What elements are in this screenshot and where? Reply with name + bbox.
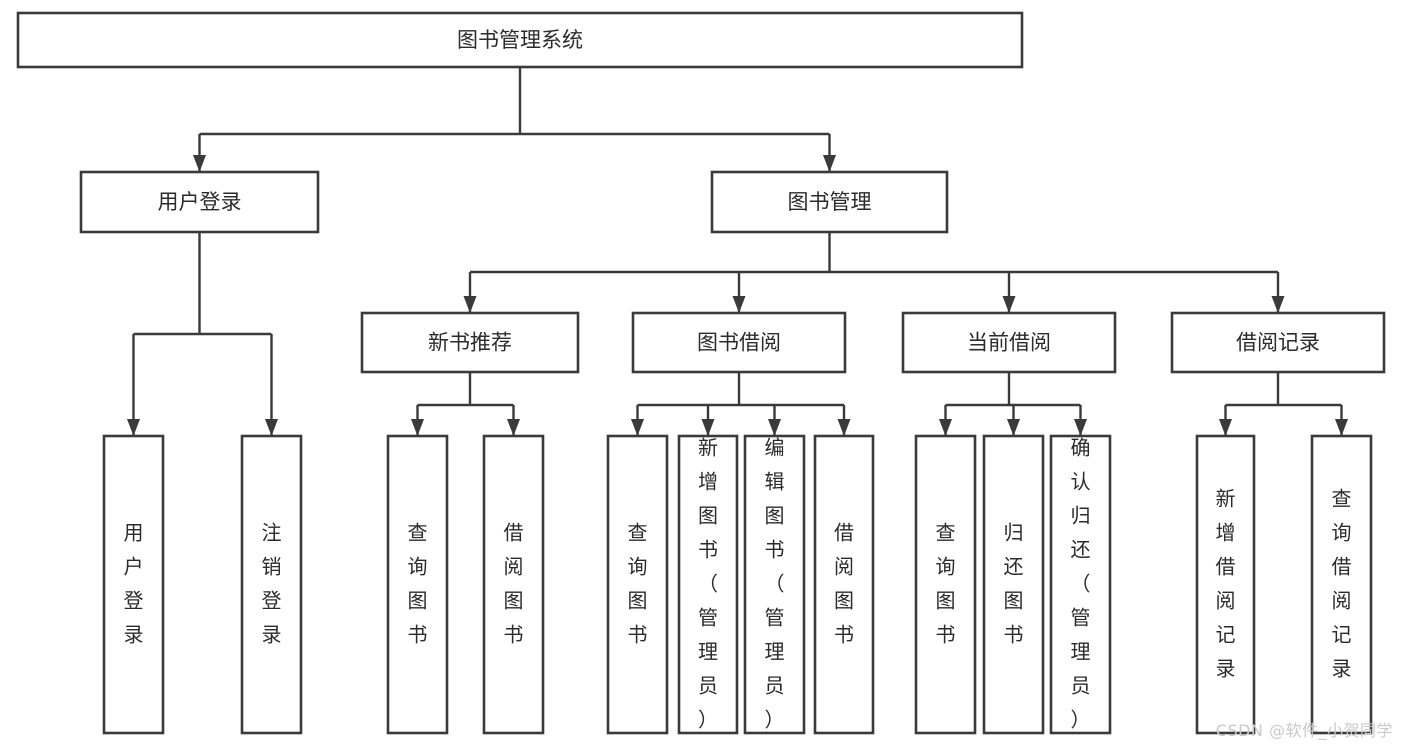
node-label: 编辑图书（管理员） xyxy=(765,435,785,731)
node-borrow-record[interactable]: 借阅记录 xyxy=(1170,311,1386,374)
node-box xyxy=(386,434,449,735)
arrow-head xyxy=(732,296,746,313)
node-leaf-query-book-a[interactable]: 查询图书 xyxy=(386,434,449,735)
node-current-borrow[interactable]: 当前借阅 xyxy=(901,311,1117,374)
node-leaf-confirm-return[interactable]: 确认归还（管理员） xyxy=(1049,434,1112,735)
node-label: 新增图书（管理员） xyxy=(698,435,718,731)
arrow-head xyxy=(1219,419,1232,436)
node-label: 图书借阅 xyxy=(697,331,781,355)
node-box xyxy=(982,434,1045,735)
node-box xyxy=(482,434,545,735)
node-box xyxy=(677,434,739,735)
arrow-head xyxy=(631,419,644,436)
node-label: 用户登录 xyxy=(124,520,144,646)
arrow-head xyxy=(768,419,781,436)
node-new-book-rec[interactable]: 新书推荐 xyxy=(360,311,580,374)
node-label: 图书管理 xyxy=(788,190,872,214)
node-leaf-borrow-book-a[interactable]: 借阅图书 xyxy=(482,434,545,735)
node-leaf-query-record[interactable]: 查询借阅记录 xyxy=(1310,434,1373,735)
arrow-head xyxy=(265,419,278,436)
node-leaf-query-book-b[interactable]: 查询图书 xyxy=(606,434,669,735)
node-label: 用户登录 xyxy=(158,190,242,214)
node-layer: 图书管理系统用户登录图书管理新书推荐图书借阅当前借阅借阅记录用户登录注销登录查询… xyxy=(16,11,1386,735)
node-root[interactable]: 图书管理系统 xyxy=(16,11,1024,69)
arrow-head xyxy=(193,155,206,172)
node-leaf-borrow-book-b[interactable]: 借阅图书 xyxy=(813,434,875,735)
csdn-watermark: CSDN @软件_小贺同学 xyxy=(1215,721,1393,740)
node-label: 新增借阅记录 xyxy=(1216,486,1236,680)
node-label: 查询图书 xyxy=(628,520,648,646)
node-leaf-edit-book[interactable]: 编辑图书（管理员） xyxy=(743,434,806,735)
arrow-head xyxy=(1007,419,1020,436)
node-label: 借阅图书 xyxy=(504,520,524,646)
node-user-login[interactable]: 用户登录 xyxy=(79,170,320,234)
arrow-head xyxy=(411,419,424,436)
node-box xyxy=(914,434,977,735)
node-box xyxy=(1195,434,1256,735)
node-box xyxy=(710,170,949,234)
arrow-head xyxy=(1335,419,1348,436)
node-box xyxy=(16,11,1024,69)
node-label: 当前借阅 xyxy=(967,331,1051,355)
arrow-head xyxy=(939,419,952,436)
node-box xyxy=(102,434,165,735)
node-label: 查询图书 xyxy=(408,520,428,646)
arrow-head xyxy=(1002,296,1016,313)
node-box xyxy=(743,434,806,735)
arrow-head xyxy=(1074,419,1087,436)
node-box xyxy=(360,311,580,374)
node-leaf-add-record[interactable]: 新增借阅记录 xyxy=(1195,434,1256,735)
node-book-borrow[interactable]: 图书借阅 xyxy=(631,311,847,374)
arrow-head xyxy=(823,155,836,172)
node-label: 归还图书 xyxy=(1004,520,1024,646)
node-label: 新书推荐 xyxy=(428,331,512,355)
arrow-head xyxy=(837,419,851,436)
node-box xyxy=(813,434,875,735)
arrow-head xyxy=(701,419,715,436)
node-box xyxy=(240,434,303,735)
arrow-head xyxy=(507,419,520,436)
arrow-head xyxy=(1271,296,1285,313)
node-box xyxy=(631,311,847,374)
node-leaf-query-book-c[interactable]: 查询图书 xyxy=(914,434,977,735)
node-box xyxy=(606,434,669,735)
node-leaf-logout[interactable]: 注销登录 xyxy=(240,434,303,735)
node-label: 注销登录 xyxy=(262,520,282,646)
node-box xyxy=(1049,434,1112,735)
connector-layer xyxy=(127,67,1348,436)
node-label: 查询借阅记录 xyxy=(1332,486,1352,680)
node-book-manage[interactable]: 图书管理 xyxy=(710,170,949,234)
node-label: 查询图书 xyxy=(936,520,956,646)
node-box xyxy=(79,170,320,234)
arrow-head xyxy=(127,419,140,436)
node-leaf-add-book[interactable]: 新增图书（管理员） xyxy=(677,434,739,735)
node-label: 借阅图书 xyxy=(834,520,854,646)
node-box xyxy=(1170,311,1386,374)
node-leaf-user-login[interactable]: 用户登录 xyxy=(102,434,165,735)
node-leaf-return-book[interactable]: 归还图书 xyxy=(982,434,1045,735)
node-label: 图书管理系统 xyxy=(457,28,583,52)
node-label: 确认归还（管理员） xyxy=(1071,435,1091,731)
node-label: 借阅记录 xyxy=(1236,331,1320,355)
node-box xyxy=(1310,434,1373,735)
node-box xyxy=(901,311,1117,374)
arrow-head xyxy=(463,296,477,313)
